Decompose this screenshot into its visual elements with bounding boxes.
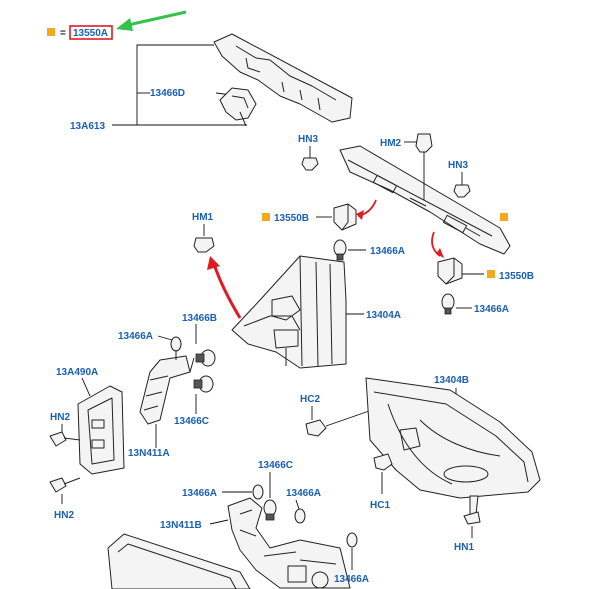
label-13550B-a: 13550B: [274, 213, 309, 224]
gasket-bottom-left: [107, 533, 251, 589]
marker-13550B-a: [262, 213, 270, 221]
label-13550B-b: 13550B: [499, 271, 534, 282]
socket-13550B-b: [437, 257, 463, 285]
harness-13N411B: [227, 497, 351, 589]
label-13A613: 13A613: [70, 121, 105, 132]
top-bracket-part: [213, 33, 353, 127]
label-hm2: HM2: [380, 138, 402, 149]
marker-right: [500, 213, 508, 221]
socket-13550B-a: [333, 203, 357, 231]
harness-13N411A: [139, 350, 195, 425]
nut-hm2: [404, 133, 433, 200]
lamp-cover-strip: [339, 145, 511, 255]
label-13466A-d: 13466A: [182, 488, 217, 499]
label-13N411A: 13N411A: [128, 448, 170, 459]
bulb-13466A-d: [252, 484, 264, 500]
screw-hn2-top: [49, 431, 81, 447]
lamp-assembly-13404A: [231, 255, 347, 369]
legend-marker: [47, 28, 55, 36]
marker-13550B-b: [487, 270, 495, 278]
label-13466C-b: 13466C: [258, 460, 293, 471]
bulb-13466A-e: [294, 508, 306, 524]
bulb-13466C-b: [263, 499, 277, 521]
label-hn3-right: HN3: [448, 160, 468, 171]
label-hc1: HC1: [370, 500, 390, 511]
label-13404A: 13404A: [366, 310, 401, 321]
screw-hn1: [463, 495, 481, 525]
bulb-13466B: [195, 349, 216, 367]
nut-hc1: [373, 453, 393, 471]
label-13N411B: 13N411B: [160, 520, 202, 531]
green-arrow: [116, 10, 187, 31]
legend-equals: =: [60, 28, 66, 39]
label-13466A-b: 13466A: [474, 304, 509, 315]
label-13466A-e: 13466A: [286, 488, 321, 499]
label-13404B: 13404B: [434, 375, 469, 386]
label-hc2: HC2: [300, 394, 320, 405]
label-13466D: 13466D: [150, 88, 185, 99]
bulb-13466A-f: [346, 532, 358, 548]
label-13466B: 13466B: [182, 313, 217, 324]
label-hm1: HM1: [192, 212, 214, 223]
label-hn2-top: HN2: [50, 412, 70, 423]
lamp-assembly-13404B: [365, 377, 541, 499]
bulb-13466A-c: [170, 336, 182, 352]
screw-hn3-right: [453, 172, 471, 198]
label-hn2-bottom: HN2: [54, 510, 74, 521]
label-13466A-a: 13466A: [370, 246, 405, 257]
label-13466A-f: 13466A: [334, 574, 369, 585]
label-13466A-c: 13466A: [118, 331, 153, 342]
screw-hn3-left: [301, 146, 319, 171]
legend-code: 13550A: [73, 28, 108, 39]
screw-hc2: [305, 419, 327, 437]
bulb-13466A-a: [333, 239, 347, 261]
nut-hm1: [193, 237, 215, 253]
red-arrow-large: [212, 263, 242, 319]
screw-hn2-bottom: [49, 477, 81, 493]
bulb-13466A-b: [441, 293, 455, 315]
label-13A490A: 13A490A: [56, 367, 98, 378]
bulb-13466C-a: [193, 375, 214, 393]
highlight-box: [69, 25, 113, 40]
label-13466C-a: 13466C: [174, 416, 209, 427]
label-hn1: HN1: [454, 542, 474, 553]
gasket-13A490A: [77, 385, 125, 475]
label-hn3-left: HN3: [298, 134, 318, 145]
